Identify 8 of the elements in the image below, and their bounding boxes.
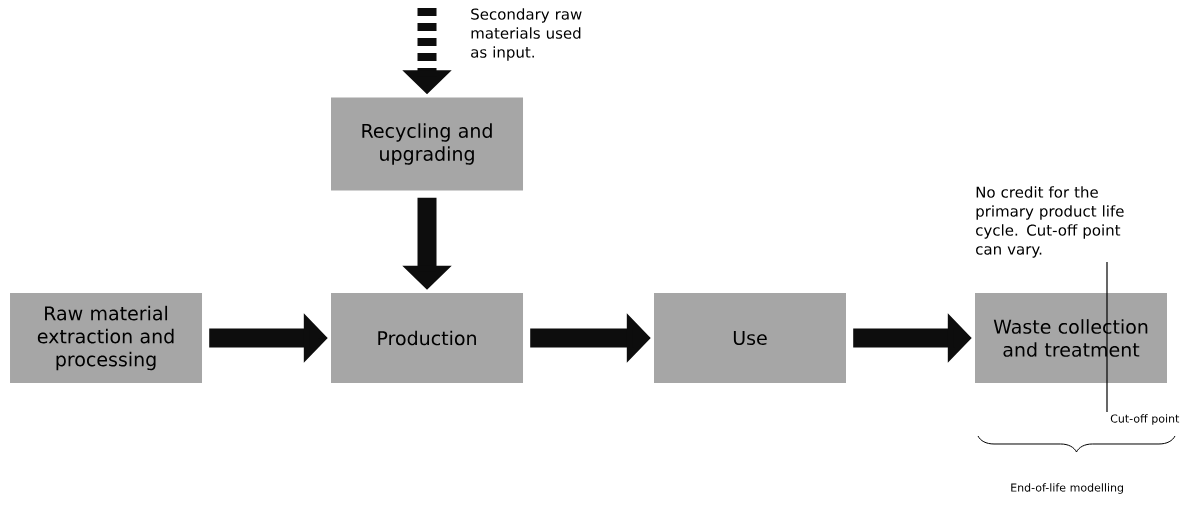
note-text: Secondary raw materials used as input. <box>471 8 582 61</box>
note-text: No credit for the primary product life cycle. Cut-off point can vary. <box>976 186 1124 258</box>
caption-text: End-of-life modelling <box>1011 483 1123 494</box>
process-box: Raw material extraction and processing <box>10 293 202 383</box>
cut-off-label: Cut-off point <box>1110 414 1180 425</box>
process-box: Recycling and upgrading <box>331 97 523 191</box>
process-box: Use <box>654 293 846 383</box>
process-box: Production <box>331 293 523 383</box>
